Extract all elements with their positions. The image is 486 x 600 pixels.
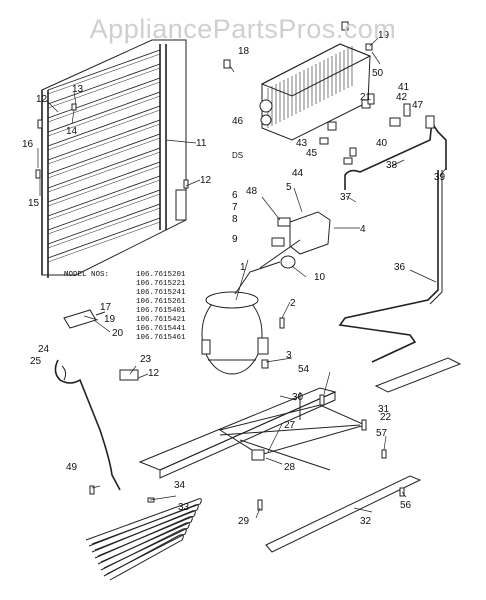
tube-37	[344, 119, 433, 190]
model-number: 106.7615221	[136, 280, 186, 288]
label-57: 57	[376, 428, 388, 439]
label-13: 13	[72, 84, 84, 95]
model-number: 106.7615441	[136, 325, 186, 333]
label-37: 37	[340, 192, 352, 203]
label-54: 54	[298, 364, 310, 375]
label-15: 15	[28, 198, 40, 209]
label-8: 8	[232, 214, 238, 225]
label-12c: 12	[148, 368, 160, 379]
label-14: 14	[66, 126, 78, 137]
start-relay-17	[63, 309, 106, 329]
label-18: 18	[238, 46, 250, 57]
label-12b: 12	[200, 175, 212, 186]
model-nos-label: MODEL NOS:	[64, 271, 109, 279]
compressor	[201, 261, 281, 375]
condenser-fan-coil	[259, 43, 372, 141]
label-32: 32	[360, 516, 372, 527]
label-38: 38	[386, 160, 398, 171]
drain-coil-33	[85, 498, 202, 581]
label-4: 4	[360, 224, 366, 235]
model-number: 106.7615401	[136, 307, 186, 315]
label-9: 9	[232, 234, 238, 245]
power-cord-24	[54, 359, 121, 491]
label-30: 30	[292, 392, 304, 403]
label-3: 3	[286, 350, 292, 361]
label-41: 41	[398, 82, 410, 93]
label-19: 19	[378, 30, 390, 41]
label-45: 45	[306, 148, 318, 159]
tube-36	[338, 170, 439, 363]
label-33: 33	[178, 502, 190, 513]
label-48: 48	[246, 186, 258, 197]
label-6: 6	[232, 190, 238, 201]
watermark: AppliancePartsPros.com	[89, 14, 397, 44]
rail-32	[265, 475, 422, 553]
model-numbers-block: MODEL NOS: 106.7615201 106.7615221 106.7…	[64, 271, 186, 342]
leader-lines	[37, 37, 447, 519]
label-44: 44	[292, 168, 304, 179]
label-29: 29	[238, 516, 250, 527]
model-number: 106.7615201	[136, 271, 186, 279]
label-27: 27	[284, 420, 296, 431]
ds-label: DS	[232, 151, 243, 160]
model-number: 106.7615461	[136, 334, 186, 342]
label-17: 17	[100, 302, 112, 313]
part-labels: 12 13 14 11 12 16 15 18 19 50 41 42 21 4…	[22, 30, 446, 527]
label-10: 10	[314, 272, 326, 283]
label-12a: 12	[36, 94, 48, 105]
model-number: 106.7615421	[136, 316, 186, 324]
bracket-22	[374, 357, 462, 393]
fasteners	[35, 21, 411, 511]
label-16: 16	[22, 139, 34, 150]
label-50: 50	[372, 68, 384, 79]
relay-assembly	[259, 211, 331, 269]
condenser-coil	[41, 39, 187, 278]
label-25: 25	[30, 356, 42, 367]
label-49: 49	[66, 462, 78, 473]
label-34: 34	[174, 480, 186, 491]
label-40: 40	[376, 138, 388, 149]
label-11: 11	[196, 138, 207, 149]
label-22: 22	[380, 412, 392, 423]
label-56: 56	[400, 500, 412, 511]
model-number: 106.7615261	[136, 298, 186, 306]
label-46: 46	[232, 116, 244, 127]
label-23: 23	[140, 354, 152, 365]
label-43: 43	[296, 138, 308, 149]
label-31: 31	[378, 404, 390, 415]
label-2: 2	[290, 298, 296, 309]
label-19b: 19	[104, 314, 116, 325]
label-5: 5	[286, 182, 292, 193]
label-47: 47	[412, 100, 424, 111]
label-20: 20	[112, 328, 124, 339]
label-24: 24	[38, 344, 50, 355]
label-7: 7	[232, 202, 238, 213]
label-28: 28	[284, 462, 296, 473]
label-36: 36	[394, 262, 406, 273]
base-frame	[138, 387, 367, 479]
model-number: 106.7615241	[136, 289, 186, 297]
label-21: 21	[360, 92, 372, 103]
label-39: 39	[434, 172, 446, 183]
label-1: 1	[240, 262, 246, 273]
label-42: 42	[396, 92, 408, 103]
